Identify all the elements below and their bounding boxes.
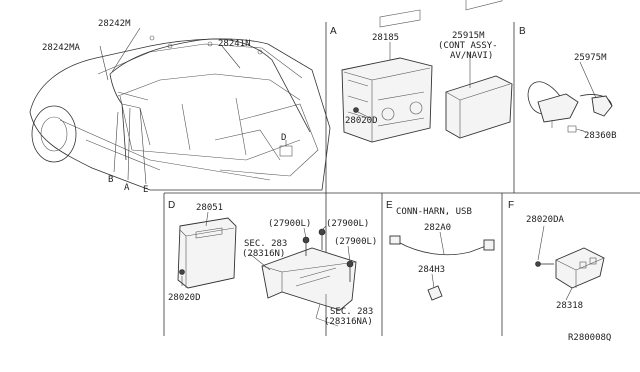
label-27900L-3: (27900L) — [334, 237, 377, 247]
label-28020DA: 28020DA — [526, 215, 565, 225]
label-sec-283-b: SEC. 283 — [330, 307, 373, 317]
main-callouts — [99, 27, 287, 185]
control-module-28051 — [177, 217, 237, 289]
label-av-navi: AV/NAVI) — [450, 51, 493, 61]
ref-letter-A: A — [124, 183, 130, 193]
label-conn-harn-usb: CONN-HARN, USB — [396, 207, 472, 217]
antenna-module — [527, 81, 613, 133]
label-28242M: 28242M — [98, 19, 131, 29]
label-25975M: 25975M — [574, 53, 607, 63]
section-B-callouts — [579, 61, 597, 133]
bolts — [302, 228, 354, 282]
label-28318: 28318 — [556, 301, 583, 311]
label-28185: 28185 — [372, 33, 399, 43]
label-282A0: 282A0 — [424, 223, 451, 233]
section-letter-A: A — [330, 26, 337, 37]
section-E-callouts — [431, 231, 445, 289]
label-284H3: 284H3 — [418, 265, 445, 275]
label-25915M: 25915M — [452, 31, 485, 41]
section-letter-B: B — [519, 26, 526, 37]
diagram-code: R280008Q — [568, 333, 611, 343]
ref-letter-E: E — [143, 185, 148, 195]
label-28020D-D: 28020D — [168, 293, 201, 303]
label-28316N: (28316N) — [242, 249, 285, 259]
usb-harness — [389, 235, 495, 301]
section-letter-E: E — [386, 200, 393, 211]
section-F-callouts — [537, 225, 573, 301]
section-D-callouts — [181, 211, 351, 306]
section-letter-F: F — [508, 200, 514, 211]
label-28051: 28051 — [196, 203, 223, 213]
bracket — [261, 247, 357, 327]
section-letter-D: D — [168, 200, 175, 211]
label-28020D-A: 28020D — [345, 116, 378, 126]
label-27900L-2: (27900L) — [326, 219, 369, 229]
ref-letter-D: D — [281, 133, 286, 143]
label-cont-assy: (CONT ASSY- — [438, 41, 498, 51]
label-28242MA: 28242MA — [42, 43, 81, 53]
label-28360B: 28360B — [584, 131, 617, 141]
label-27900L-1: (27900L) — [268, 219, 311, 229]
section-A-callouts — [353, 42, 471, 119]
label-28241N: 28241N — [218, 39, 251, 49]
ref-letter-B: B — [108, 175, 113, 185]
sensor-28318 — [535, 247, 605, 289]
car-illustration — [29, 35, 331, 191]
audio-unit — [341, 9, 433, 143]
label-28316NA: (28316NA) — [324, 317, 373, 327]
navi-unit — [445, 0, 513, 139]
label-sec-283-a: SEC. 283 — [244, 239, 287, 249]
